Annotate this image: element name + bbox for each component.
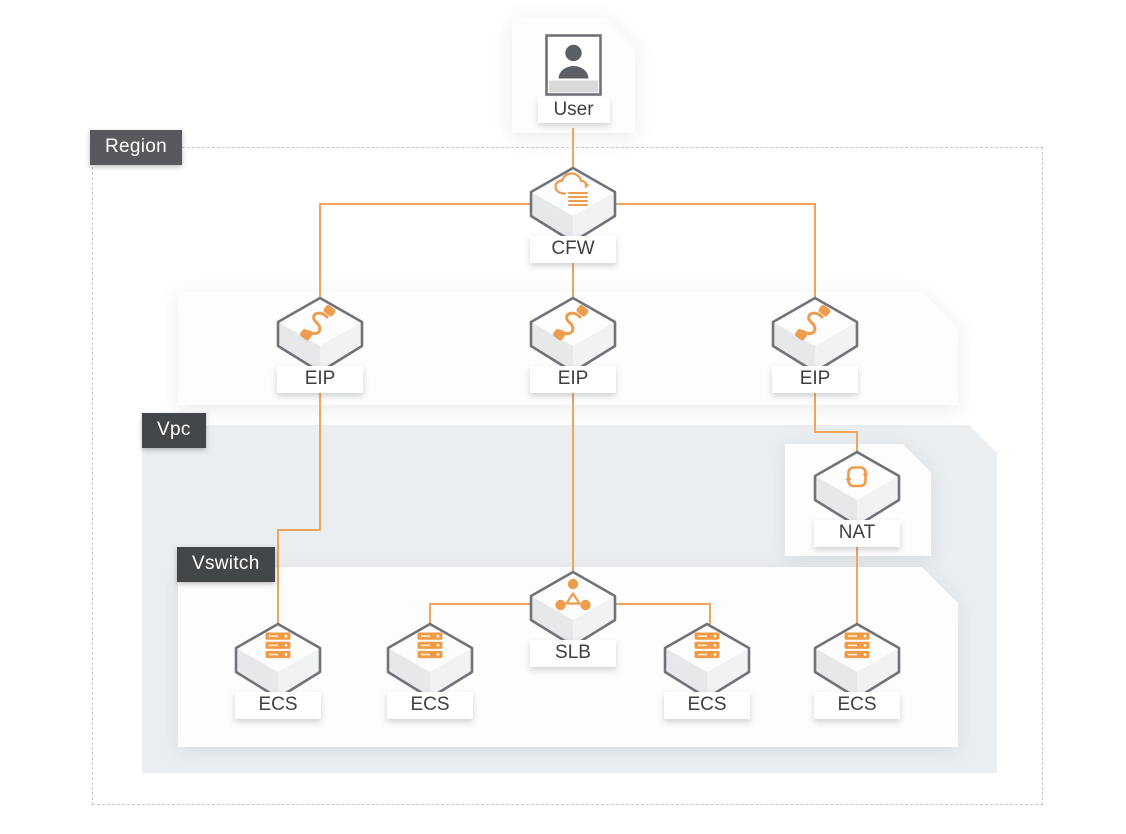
node-label: User <box>538 98 610 123</box>
vswitch-label: Vswitch <box>177 547 275 582</box>
user-icon <box>545 34 602 96</box>
ecs-node-3[interactable]: ECS <box>663 622 751 719</box>
node-label: ECS <box>664 692 750 719</box>
eip-right-node[interactable]: EIP <box>771 296 859 393</box>
node-label: NAT <box>814 520 900 547</box>
hexagon-shape <box>234 622 322 700</box>
eip-center-node[interactable]: EIP <box>529 296 617 393</box>
region-boundary <box>92 147 1043 805</box>
ecs-node-4[interactable]: ECS <box>813 622 901 719</box>
server-stack-icon <box>694 632 720 659</box>
eip-left-node[interactable]: EIP <box>276 296 364 393</box>
node-label: EIP <box>772 366 858 393</box>
hexagon-shape <box>663 622 751 700</box>
hexagon-shape <box>386 622 474 700</box>
slb-node[interactable]: SLB <box>529 570 617 667</box>
node-label: ECS <box>387 692 473 719</box>
server-stack-icon <box>844 632 870 659</box>
node-label: CFW <box>530 236 616 263</box>
region-label: Region <box>90 130 183 165</box>
server-stack-icon <box>265 632 291 659</box>
hexagon-shape <box>529 296 617 374</box>
node-label: EIP <box>530 366 616 393</box>
ecs-node-2[interactable]: ECS <box>386 622 474 719</box>
node-label: SLB <box>530 640 616 667</box>
ecs-node-1[interactable]: ECS <box>234 622 322 719</box>
node-label: ECS <box>235 692 321 719</box>
hexagon-shape <box>813 622 901 700</box>
hexagon-shape <box>813 450 901 528</box>
user-node[interactable]: User <box>512 18 635 133</box>
node-label: EIP <box>277 366 363 393</box>
hexagon-shape <box>276 296 364 374</box>
node-label: ECS <box>814 692 900 719</box>
hexagon-shape <box>771 296 859 374</box>
hexagon-shape <box>529 166 617 244</box>
vpc-label: Vpc <box>142 413 206 448</box>
hexagon-shape <box>529 570 617 648</box>
server-stack-icon <box>417 632 443 659</box>
nat-node[interactable]: NAT <box>813 450 901 547</box>
cfw-node[interactable]: CFW <box>529 166 617 263</box>
